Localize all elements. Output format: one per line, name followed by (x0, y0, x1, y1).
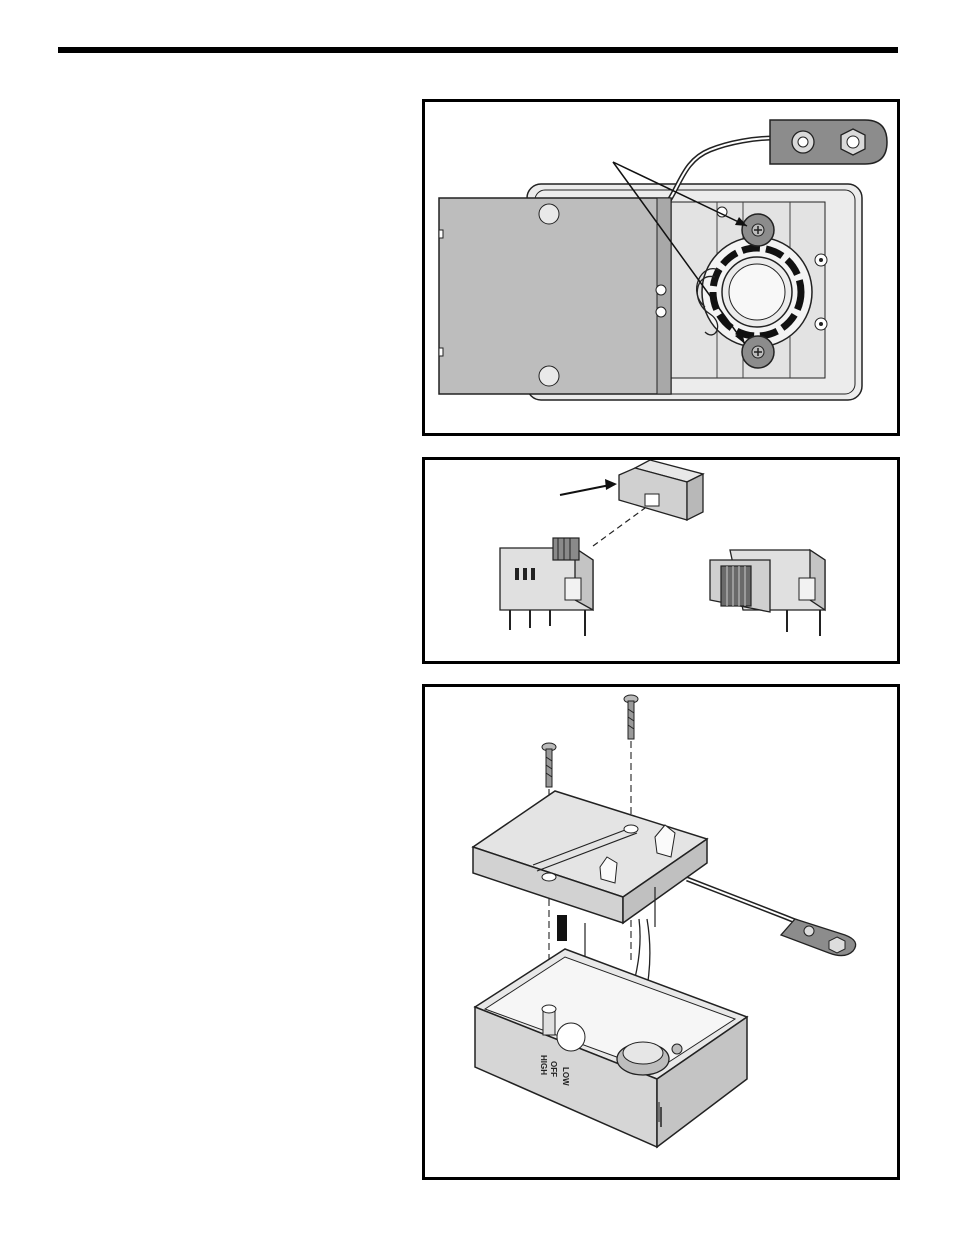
slide-switch-assembled (710, 550, 825, 636)
screw-bottom-icon (742, 336, 774, 368)
battery-cover-plate (439, 198, 671, 394)
switch-label-off: OFF (549, 1061, 558, 1077)
cover-hole (539, 204, 559, 224)
illustration-enclosure-assembly: HIGH OFF LOW (425, 687, 897, 1177)
screw-right-icon (624, 695, 638, 739)
illustration-open-case (425, 102, 897, 433)
figure-slide-switch (422, 457, 900, 664)
screw-top-icon (742, 214, 774, 246)
switch-label-low: LOW (561, 1067, 570, 1086)
switch-actuator (619, 460, 703, 520)
cover-hole (539, 366, 559, 386)
slide-switch-left (500, 538, 593, 636)
illustration-slide-switch (425, 460, 897, 661)
screw-left-icon (542, 743, 556, 787)
bottom-case (475, 949, 747, 1147)
figure-enclosure-assembly: HIGH OFF LOW (422, 684, 900, 1180)
figure-battery-snap-screws (422, 99, 900, 436)
switch-label-high: HIGH (539, 1055, 548, 1075)
battery-snap-icon (770, 120, 887, 164)
battery-snap-icon (781, 919, 856, 956)
top-cover (473, 791, 707, 957)
pointer-arrow (560, 479, 617, 495)
header-rule (58, 47, 898, 53)
